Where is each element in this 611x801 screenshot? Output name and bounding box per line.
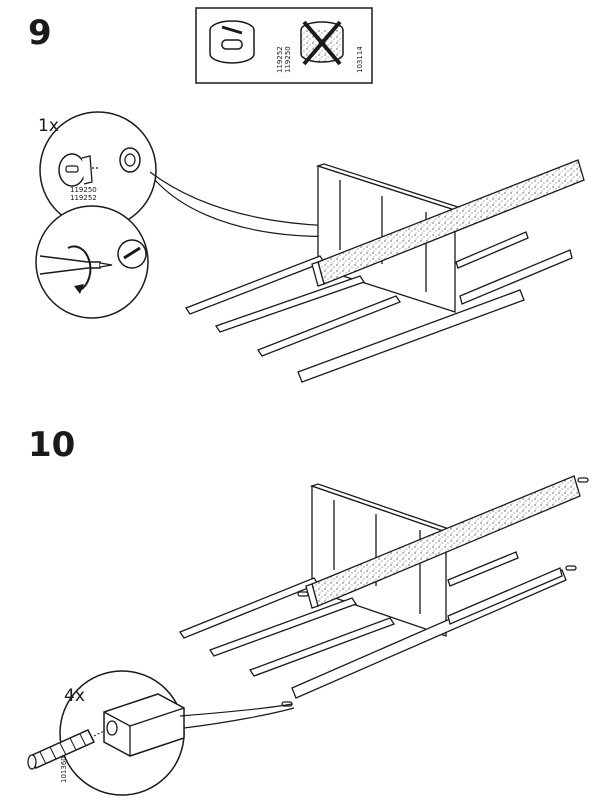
screwdriver-icon xyxy=(39,255,113,275)
dowel-callout xyxy=(27,670,185,796)
part-number: 119252 xyxy=(276,46,284,73)
hardware-legend-box xyxy=(195,7,373,84)
callout-leader-line xyxy=(179,703,293,717)
part-number: 101360 xyxy=(60,756,68,783)
quantity-label: 4x xyxy=(64,686,85,706)
step-number: 9 xyxy=(28,13,52,53)
crossed-out-cam-lock-icon xyxy=(300,20,344,66)
furniture-assembly-step-9 xyxy=(185,159,585,383)
part-number: 119252 xyxy=(70,194,97,202)
furniture-assembly-step-10 xyxy=(179,475,589,707)
part-number: 119250 xyxy=(284,46,292,73)
part-number: 103114 xyxy=(356,46,364,73)
rotate-arrow-icon xyxy=(67,245,92,294)
part-number: 119250 xyxy=(70,186,97,194)
step-number: 10 xyxy=(28,425,76,465)
cam-lock-icon xyxy=(58,153,98,187)
cam-lock-icon xyxy=(209,20,255,64)
dowel-icon xyxy=(27,729,96,770)
callout-leader-line xyxy=(183,707,295,729)
quantity-label: 1x xyxy=(38,116,59,136)
screwdriver-callout xyxy=(35,205,149,319)
